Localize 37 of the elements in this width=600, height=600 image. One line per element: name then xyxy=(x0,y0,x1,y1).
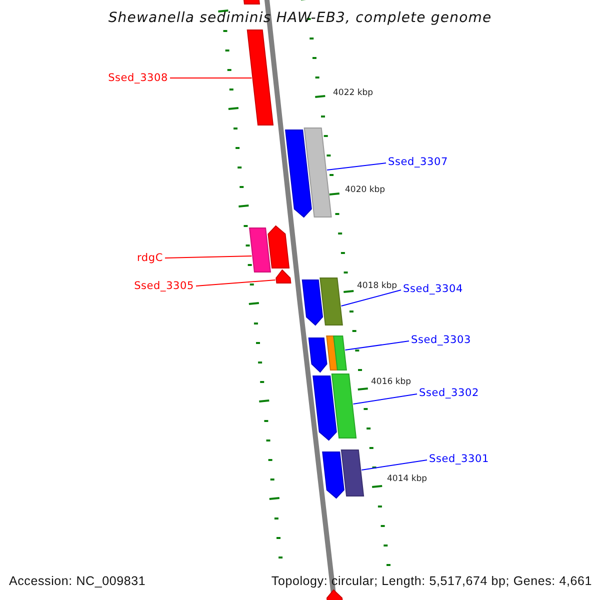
gene-block xyxy=(242,0,260,4)
gene-label: Ssed_3302 xyxy=(419,388,479,398)
scale-label: 4022 kbp xyxy=(333,89,374,98)
gene-label: Ssed_3308 xyxy=(108,72,168,84)
scale-label: 4020 kbp xyxy=(345,186,386,194)
leader-line xyxy=(164,256,252,258)
gene-block xyxy=(285,130,312,218)
gene-block xyxy=(322,452,344,499)
leader-line xyxy=(361,460,428,470)
scale-label: 4014 kbp xyxy=(387,475,428,484)
scale-label: 4018 kbp xyxy=(357,282,398,290)
gene-block xyxy=(246,30,274,126)
leader-line xyxy=(352,394,418,404)
gene-block xyxy=(340,450,364,496)
leader-line xyxy=(344,340,410,350)
footer-text: Topology: circular; Length: 5,517,674 bp; Genes: 4,661 xyxy=(271,575,592,588)
leader-line xyxy=(326,162,386,170)
gene-label: Ssed_3307 xyxy=(388,156,448,168)
gene-label: Ssed_3301 xyxy=(429,454,489,464)
gene-label: Ssed_3303 xyxy=(411,334,471,346)
gene-block xyxy=(333,336,347,370)
gene-label: Ssed_3304 xyxy=(403,284,463,294)
leader-line xyxy=(196,280,276,286)
gene-block xyxy=(320,278,343,326)
gene-block xyxy=(326,589,344,600)
footer-text: Accession: NC_009831 xyxy=(9,575,146,588)
gene-block xyxy=(331,374,357,438)
gene-block xyxy=(312,376,337,441)
gene-label: Ssed_3305 xyxy=(134,280,194,292)
scale-label: 4016 kbp xyxy=(371,378,412,386)
gene-block xyxy=(308,338,328,373)
gene-block xyxy=(304,128,332,218)
gene-block xyxy=(248,228,272,272)
title: Shewanella sediminis HAW-EB3, complete genome xyxy=(108,11,492,25)
gene-block xyxy=(302,280,324,326)
gene-label: rdgC xyxy=(137,252,163,264)
leader-line xyxy=(340,290,402,306)
